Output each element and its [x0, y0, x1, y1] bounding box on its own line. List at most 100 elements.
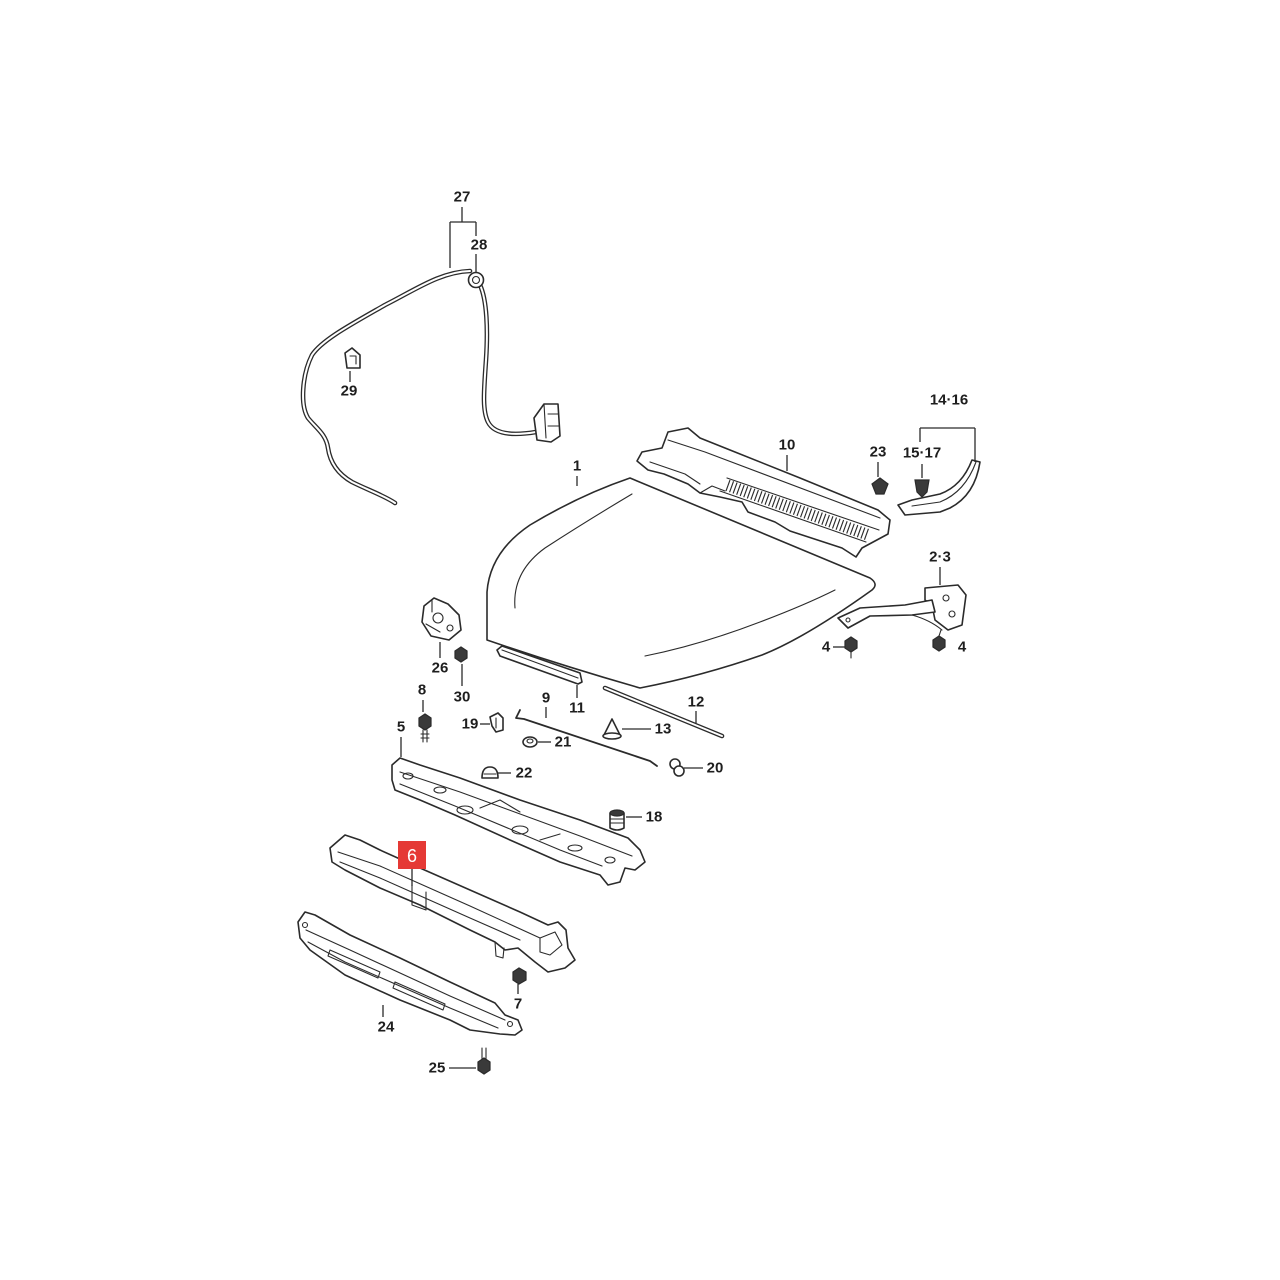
grille-hatch-line: [860, 527, 866, 539]
grille-hatch-line: [849, 523, 855, 535]
leader-lines: [349, 207, 976, 1069]
callout-28: 28: [471, 237, 488, 254]
grille-hatch-line: [768, 494, 774, 507]
cable-grommet: [467, 271, 485, 289]
grille-hatch-line: [746, 487, 752, 499]
callout-26: 26: [432, 660, 449, 677]
callout-21: 21: [555, 734, 572, 751]
grille-hatch-line: [842, 521, 848, 533]
clip-20: [669, 758, 685, 777]
grille-hatch-line: [732, 482, 738, 494]
grille-hatch-line: [828, 516, 834, 528]
cable-clip: [344, 347, 361, 369]
callout-2-3: 2·3: [929, 549, 951, 566]
callout-18: 18: [646, 809, 663, 826]
grille-hatch-line: [739, 484, 745, 497]
grille-hatch-line: [764, 493, 770, 505]
grille-hatch-line: [782, 499, 788, 512]
bolt-8: [418, 713, 432, 743]
grille-hatch-line: [789, 502, 795, 514]
callout-25: 25: [429, 1060, 446, 1077]
grille-hatch-line: [792, 503, 798, 515]
callout-1: 1: [573, 458, 581, 475]
grille-hatch-line: [835, 518, 841, 530]
callout-15-17: 15·17: [903, 445, 941, 462]
callout-7: 7: [514, 996, 522, 1013]
callout-19: 19: [462, 716, 479, 733]
cowl-panel: [636, 427, 891, 558]
grille-hatch-line: [760, 492, 767, 504]
grille-hatch-line: [775, 497, 781, 509]
clip-19: [489, 712, 504, 733]
callout-27: 27: [454, 189, 471, 206]
trim-clip: [914, 479, 930, 498]
callout-labels: 27 28 29 1 10 23 14·16 15·17 2·3 4 4 26 …: [341, 189, 969, 1077]
clip-13: [602, 718, 622, 740]
grille-hatch-line: [807, 508, 813, 520]
callout-14-16: 14·16: [930, 392, 968, 409]
cylinder-18: [609, 809, 625, 831]
release-cable: [300, 268, 539, 506]
hood-hinge: [837, 584, 967, 631]
hinge-bolt-left: [844, 636, 858, 659]
callout-9: 9: [542, 690, 550, 707]
lower-bar: [297, 911, 523, 1036]
callout-6: 6: [407, 846, 417, 866]
hood-latch: [421, 597, 462, 641]
grille-hatch-line: [839, 519, 845, 532]
grille-hatch-line: [810, 509, 816, 522]
grille-hatch-line: [803, 507, 809, 519]
grille-hatch-line: [753, 489, 759, 502]
callout-24: 24: [378, 1019, 395, 1036]
grille-hatch-line: [771, 496, 777, 508]
hood-seal-strip: [496, 645, 583, 685]
grille-hatch-line: [856, 526, 862, 538]
bump-stop-22: [481, 766, 499, 779]
callout-5: 5: [397, 719, 405, 736]
callout-10: 10: [779, 437, 796, 454]
grille-hatch-line: [800, 506, 806, 518]
callout-12: 12: [688, 694, 705, 711]
grille-hatch-line: [729, 481, 735, 493]
seal-strip-12: [602, 685, 725, 739]
grille-hatch-line: [785, 501, 791, 513]
callout-23: 23: [870, 444, 887, 461]
grille-hatch-line: [821, 513, 827, 525]
grille-hatch-line: [814, 511, 820, 523]
grille-hatch-line: [853, 524, 859, 537]
callout-30: 30: [454, 689, 471, 706]
grille-hatch-line: [778, 498, 784, 510]
hood-panel: [486, 477, 876, 689]
grille-hatch-line: [831, 517, 838, 529]
prop-rod: [515, 709, 658, 767]
grille-hatch-line: [824, 514, 830, 527]
callout-22: 22: [516, 765, 533, 782]
callout-4-left: 4: [822, 639, 831, 656]
callout-29: 29: [341, 383, 358, 400]
highlight-box: [398, 841, 426, 869]
upper-support-member: [391, 757, 646, 886]
grille-hatch-line: [757, 491, 763, 503]
grille-hatch-line: [817, 512, 823, 524]
cowl-clip: [871, 477, 889, 495]
callout-11: 11: [569, 700, 585, 717]
callout-13: 13: [655, 721, 672, 738]
grille-hatch-line: [725, 479, 731, 492]
grille-hatch-line: [750, 488, 756, 500]
bolt-25: [477, 1047, 491, 1075]
cowl-grille-hatch: [725, 479, 869, 540]
callout-8: 8: [418, 682, 426, 699]
grille-hatch-line: [736, 483, 742, 495]
bolt-7: [512, 967, 527, 985]
grille-hatch-line: [743, 486, 749, 498]
latch-bolt: [454, 646, 468, 663]
hinge-bolt-right: [932, 629, 946, 652]
grille-hatch-line: [846, 522, 852, 534]
nut-21: [522, 736, 538, 748]
release-handle: [533, 403, 561, 443]
callout-4-right: 4: [958, 639, 967, 656]
grille-hatch-line: [863, 528, 869, 540]
side-trim: [897, 459, 981, 516]
highlighted-callout-6: 6: [398, 841, 426, 869]
